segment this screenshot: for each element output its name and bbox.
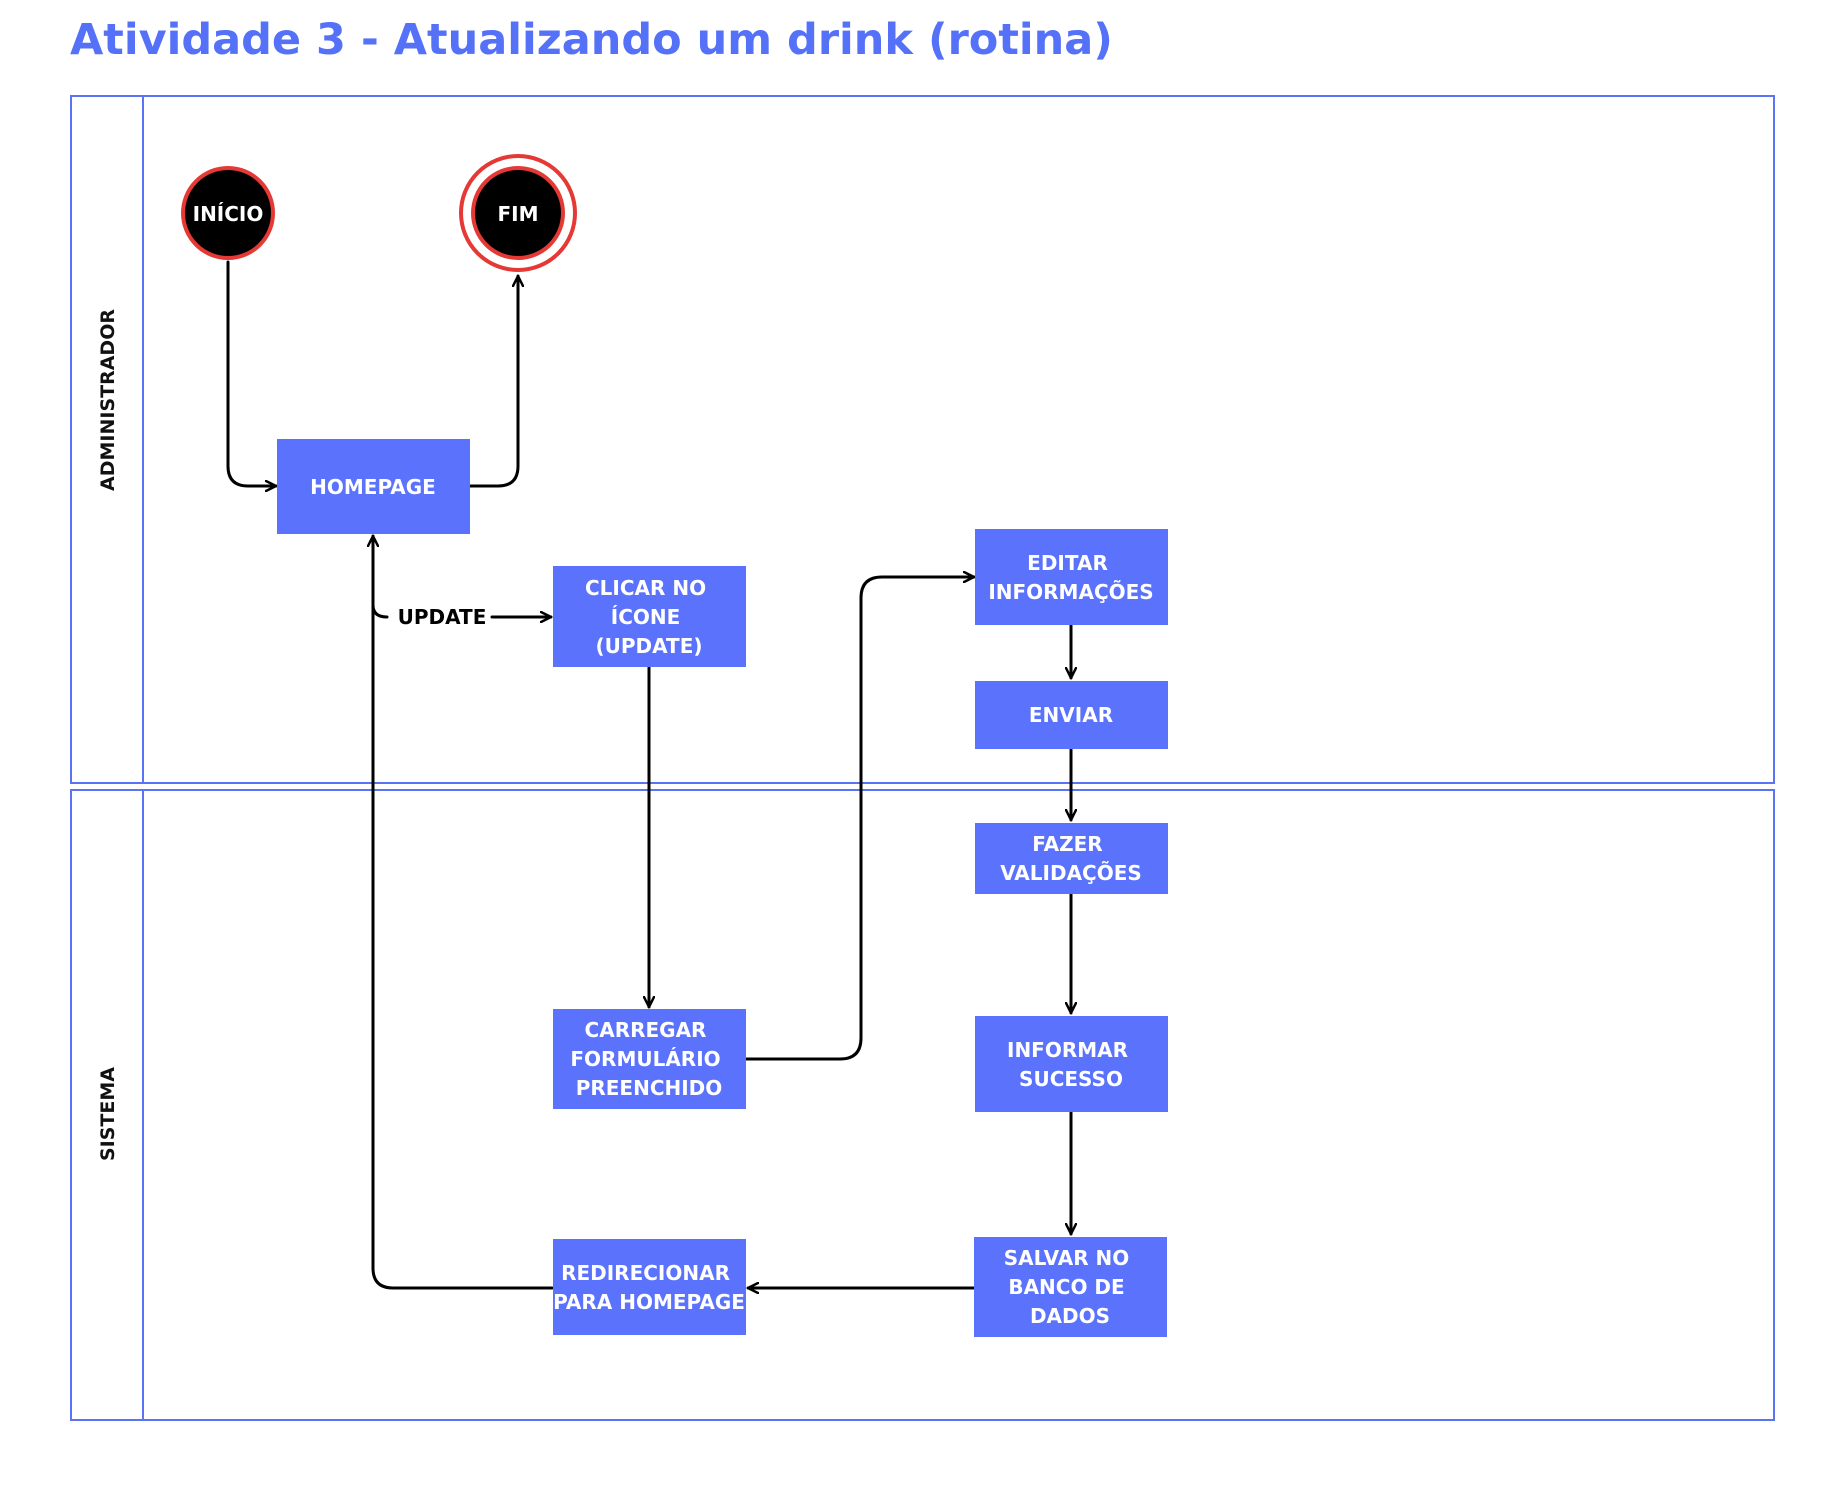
edge-redirecionar-homepage: [373, 534, 554, 1290]
task-carregar-line1: CARREGAR: [585, 1018, 707, 1042]
svg-text:CLICAR NO ÍCONE (U: CLICAR NO ÍCONE (UPDATE): [585, 576, 713, 658]
task-sucesso-line2: SUCESSO: [1019, 1067, 1123, 1091]
task-clicar-line1: CLICAR NO: [585, 576, 706, 600]
end-event-label: FIM: [497, 202, 538, 226]
edge-carregar-editar: [744, 577, 976, 1061]
start-event: INÍCIO: [181, 166, 275, 260]
edges: UPDATE: [226, 260, 1071, 1290]
diagram-title: Atividade 3 - Atualizando um drink (roti…: [70, 15, 1113, 65]
svg-text:INFORMAR SUCESSO: INFORMAR SUCESSO: [1007, 1038, 1135, 1091]
task-homepage: HOMEPAGE: [277, 439, 470, 534]
task-carregar-line2: FORMULÁRIO: [570, 1047, 720, 1071]
task-clicar-line3: (UPDATE): [595, 634, 702, 658]
task-informar-sucesso: INFORMAR SUCESSO: [975, 1016, 1168, 1112]
svg-text:CARREGAR FORMULÁRIO: CARREGAR FORMULÁRIO PREENCHIDO: [570, 1018, 727, 1100]
task-carregar-line3: PREENCHIDO: [576, 1076, 723, 1100]
task-salvar-banco: SALVAR NO BANCO DE DADOS: [974, 1237, 1167, 1337]
svg-text:FAZER VALIDAÇÕES: FAZER VALIDAÇÕES: [1000, 832, 1142, 885]
edge-inicio-homepage: [226, 260, 278, 486]
task-clicar-line2: ÍCONE: [611, 605, 681, 629]
task-salvar-line2: BANCO DE: [1008, 1275, 1124, 1299]
task-salvar-line3: DADOS: [1030, 1304, 1110, 1328]
lane-label-sistema: SISTEMA: [97, 1067, 119, 1161]
edge-homepage-clicar: [371, 603, 389, 619]
task-validacoes-line2: VALIDAÇÕES: [1000, 861, 1142, 885]
task-enviar-label: ENVIAR: [1029, 703, 1113, 727]
end-event: FIM: [459, 154, 577, 272]
task-redirecionar-homepage: REDIRECIONAR PARA HOMEPAGE: [553, 1239, 746, 1335]
task-editar-line2: INFORMAÇÕES: [988, 580, 1153, 604]
svg-text:SALVAR NO BANCO DE: SALVAR NO BANCO DE DADOS: [1004, 1246, 1137, 1328]
task-fazer-validacoes: FAZER VALIDAÇÕES: [975, 823, 1168, 894]
task-editar-line1: EDITAR: [1027, 551, 1108, 575]
task-sucesso-line1: INFORMAR: [1007, 1038, 1128, 1062]
task-clicar-icone: CLICAR NO ÍCONE (UPDATE): [553, 566, 746, 667]
lane-administrador: ADMINISTRADOR: [70, 95, 1775, 784]
task-homepage-label: HOMEPAGE: [310, 475, 436, 499]
lane-label-administrador: ADMINISTRADOR: [97, 309, 119, 491]
start-event-label: INÍCIO: [193, 202, 264, 226]
task-redirecionar-line1: REDIRECIONAR: [561, 1261, 730, 1285]
task-redirecionar-line2: PARA HOMEPAGE: [553, 1290, 745, 1314]
edge-homepage-fim: [468, 274, 518, 488]
lane-sistema: SISTEMA: [70, 789, 1775, 1421]
task-validacoes-line1: FAZER: [1032, 832, 1102, 856]
task-carregar-formulario: CARREGAR FORMULÁRIO PREENCHIDO: [553, 1009, 746, 1109]
svg-text:REDIRECIONAR PARA HOMEPA: REDIRECIONAR PARA HOMEPAGE: [553, 1261, 745, 1314]
task-salvar-line1: SALVAR NO: [1004, 1246, 1130, 1270]
edge-label-update: UPDATE: [398, 605, 487, 629]
task-enviar: ENVIAR: [975, 681, 1168, 749]
svg-text:EDITAR INFORMAÇÕES: EDITAR INFORMAÇÕES: [988, 551, 1153, 604]
task-editar-informacoes: EDITAR INFORMAÇÕES: [975, 529, 1168, 625]
